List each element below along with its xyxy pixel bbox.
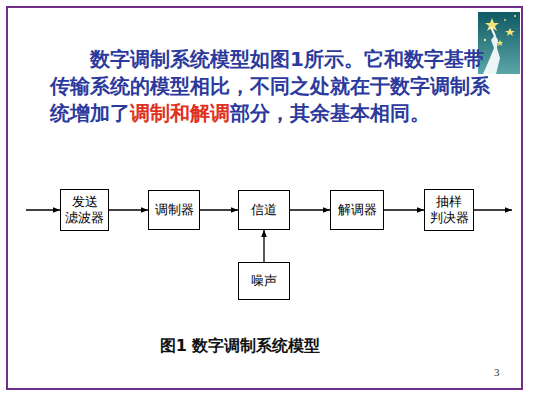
signal-arrow — [109, 209, 148, 210]
figure-caption: 图1 数字调制系统模型 — [0, 336, 480, 357]
box-label: 信道 — [245, 202, 284, 218]
body-text: 部分，其余基本相同。 — [230, 101, 430, 125]
highlight-text: 调制和解调 — [130, 101, 230, 125]
process-box: 信道 — [238, 190, 290, 230]
box-label: 噪声 — [245, 273, 284, 289]
process-box: 抽样 判决器 — [424, 189, 474, 231]
box-label: 发送 滤波器 — [65, 194, 104, 226]
process-box: 发送 滤波器 — [60, 189, 109, 231]
page-number: 3 — [494, 366, 500, 378]
signal-arrow — [384, 209, 424, 210]
box-label: 解调器 — [338, 202, 377, 218]
signal-arrow — [200, 209, 238, 210]
signal-arrow — [263, 230, 264, 262]
process-box: 解调器 — [330, 190, 384, 230]
box-label: 调制器 — [155, 202, 194, 218]
output-signal-line — [474, 209, 512, 210]
process-box: 噪声 — [238, 262, 290, 300]
input-signal-line — [26, 209, 60, 210]
box-label: 抽样 判决器 — [430, 194, 469, 226]
signal-arrow — [290, 209, 330, 210]
process-box: 调制器 — [148, 190, 200, 230]
body-paragraph: 数字调制系统模型如图1所示。它和数字基带传输系统的模型相比，不同之处就在于数字调… — [50, 46, 498, 127]
